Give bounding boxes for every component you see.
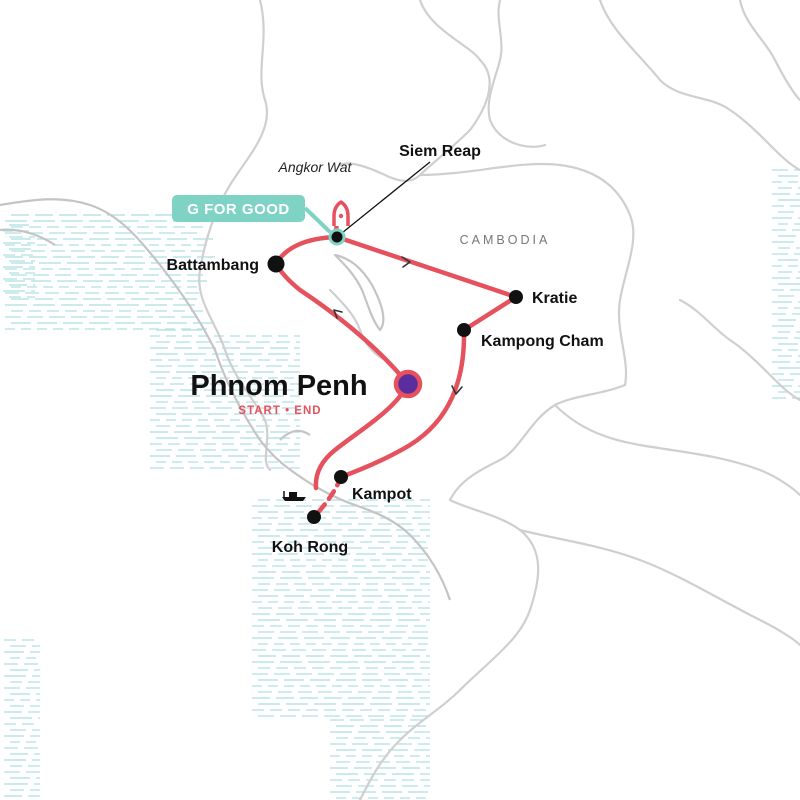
route-phnom-penh-koh-rong — [313, 381, 411, 491]
start-end-tag: START • END — [238, 405, 321, 417]
city-label-siem-reap: Siem Reap — [399, 143, 481, 160]
temple-icon — [332, 200, 350, 226]
city-label-battambang: Battambang — [167, 257, 259, 274]
route-battambang-siem-reap — [273, 234, 340, 267]
city-marker-kratie — [509, 290, 523, 304]
city-label-koh-rong: Koh Rong — [272, 539, 348, 556]
city-marker-kampong-cham — [457, 323, 471, 337]
route-phnom-penh-battambang — [273, 261, 411, 387]
badge-label: G FOR GOOD — [187, 201, 290, 218]
route-kratie-kampong-cham — [461, 294, 519, 333]
g-for-good-badge: G FOR GOOD — [172, 195, 332, 234]
route-siem-reap-kratie — [334, 234, 519, 300]
route-kampong-cham-kampot — [338, 327, 467, 480]
boat-icon — [282, 491, 306, 501]
siem-reap-leader-line — [336, 161, 431, 238]
capital-label-phnom-penh: Phnom Penh — [190, 370, 367, 402]
sea-hatching — [3, 169, 800, 799]
country-borders — [198, 0, 800, 800]
poi-label-angkor-wat: Angkor Wat — [278, 159, 353, 175]
city-markers — [267, 228, 523, 524]
arrow-icon — [451, 385, 463, 395]
route-arrows — [333, 256, 463, 395]
city-marker-kampot — [334, 470, 348, 484]
coastline — [0, 198, 452, 601]
capital-marker-phnom-penh — [393, 369, 423, 399]
city-label-kampong-cham: Kampong Cham — [481, 333, 604, 350]
city-marker-battambang — [267, 255, 285, 273]
city-marker-siem-reap — [328, 228, 346, 246]
city-label-kampot: Kampot — [352, 486, 412, 503]
country-label: CAMBODIA — [460, 233, 551, 247]
city-marker-koh-rong — [307, 510, 321, 524]
city-label-kratie: Kratie — [532, 290, 577, 307]
arrow-icon — [333, 309, 343, 319]
arrow-icon — [401, 256, 411, 268]
map-labels: CAMBODIA Angkor Wat Siem Reap Battambang… — [167, 143, 604, 556]
